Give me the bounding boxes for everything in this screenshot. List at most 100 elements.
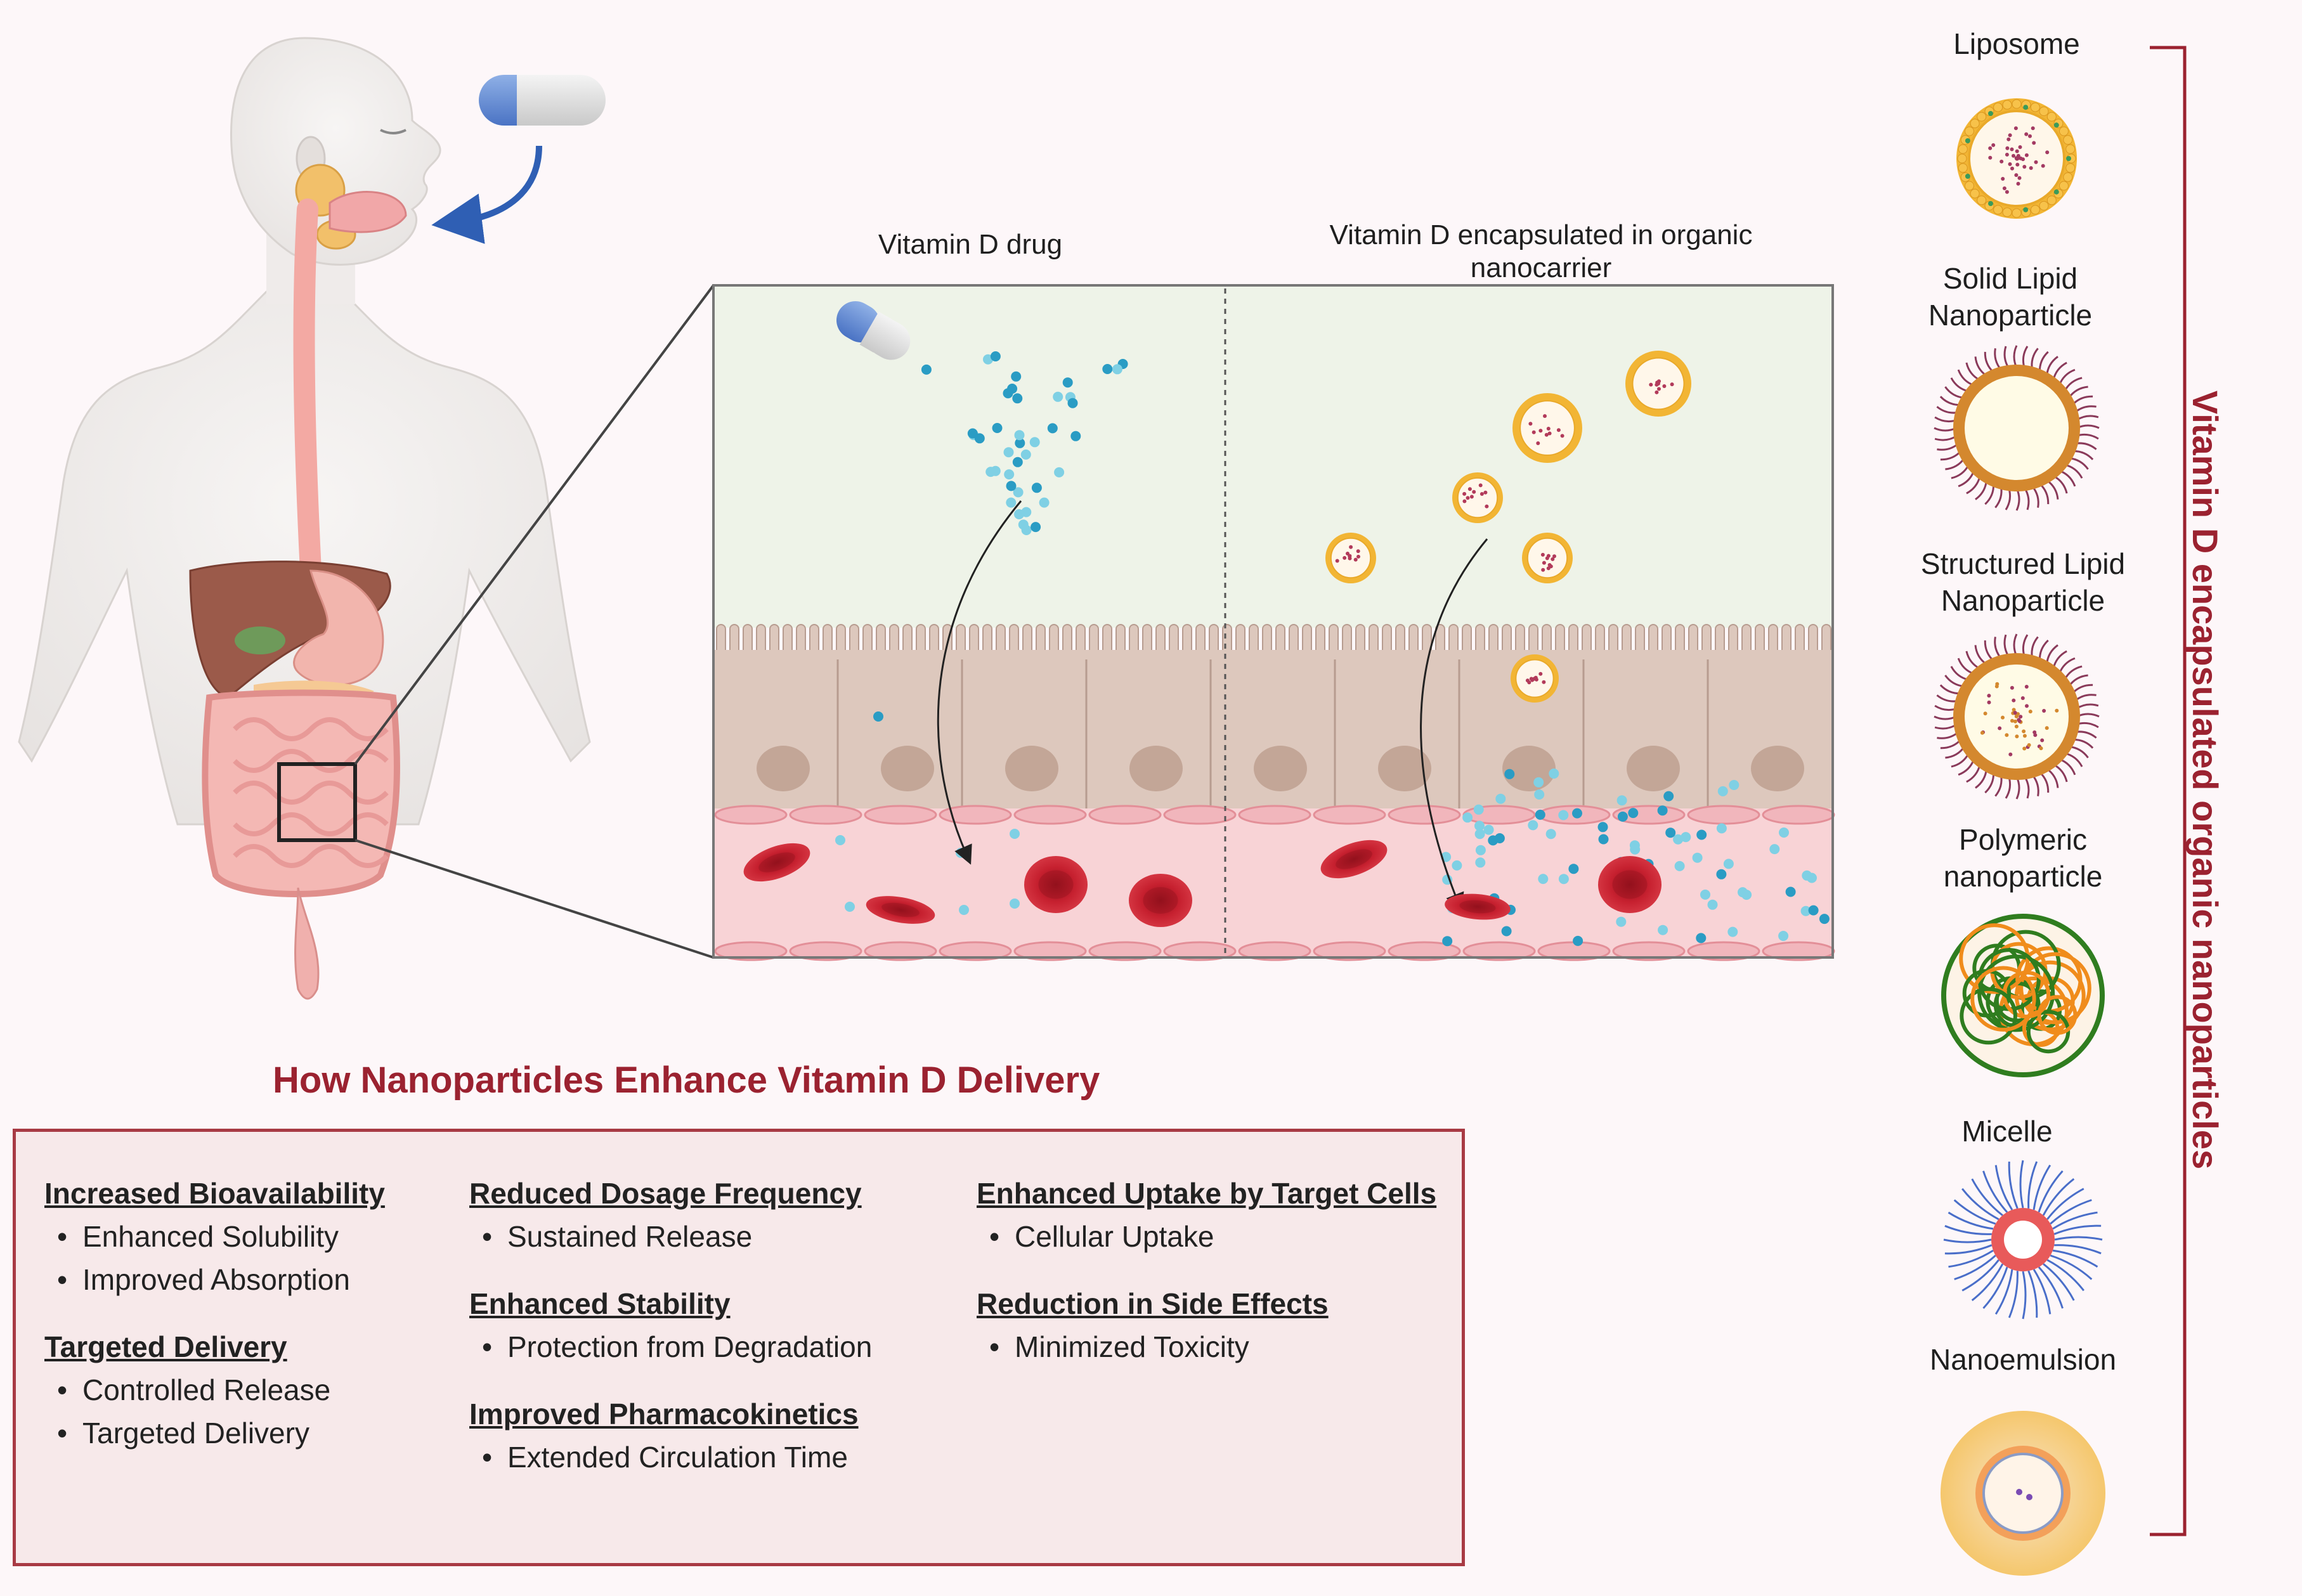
lipid-tail <box>2003 634 2010 658</box>
benefit-item: Minimized Toxicity <box>977 1330 1436 1364</box>
lipid-tail <box>1940 450 1962 461</box>
vitamin-d-molecule <box>1723 859 1734 869</box>
nanocarrier-particle <box>1325 533 1376 583</box>
lipid-head <box>2030 205 2040 215</box>
payload-dot <box>2005 733 2009 737</box>
lipid-dot <box>2053 122 2059 128</box>
endothelial-cell <box>939 941 1012 961</box>
vitamin-d-molecule <box>1528 820 1538 831</box>
lipid-tail <box>2046 1188 2084 1220</box>
payload-dot <box>2042 709 2046 713</box>
payload-dot <box>2010 147 2014 152</box>
vitamin-d-molecule <box>835 835 845 845</box>
label-vitamin-d-drug: Vitamin D drug <box>878 229 1063 260</box>
lipid-tail <box>1934 435 1958 441</box>
benefit-group: Reduced Dosage Frequency Sustained Relea… <box>469 1176 872 1254</box>
payload-dot <box>2013 126 2018 131</box>
nanocarrier-particle <box>1511 654 1559 703</box>
zoom-line-top <box>354 284 715 765</box>
label-polymeric-nanoparticle: Polymeric nanoparticle <box>1943 823 2103 893</box>
red-blood-cell <box>1445 893 1511 920</box>
vitamin-d-molecule <box>1011 371 1022 382</box>
lipid-tail <box>2013 345 2018 368</box>
red-blood-cell <box>1129 874 1192 927</box>
lipid-tail <box>2046 479 2059 500</box>
benefit-group: Enhanced Uptake by Target Cells Cellular… <box>977 1176 1436 1254</box>
payload-dot <box>2031 126 2035 131</box>
lipid-tail <box>1945 746 1965 759</box>
vitamin-d-molecule <box>1014 509 1024 519</box>
lipid-tail <box>2042 1178 2075 1216</box>
benefit-item: Enhanced Solubility <box>44 1219 385 1254</box>
endothelial-cell <box>789 941 862 961</box>
lipid-head <box>2065 163 2076 173</box>
payload-dot <box>2018 145 2022 149</box>
lipid-tail <box>2068 386 2088 399</box>
vitamin-d-molecule <box>1616 916 1627 927</box>
lipid-head <box>1977 195 1987 205</box>
payload-dot <box>1983 711 1987 716</box>
endothelial-cell <box>1013 805 1087 825</box>
lipid-tail <box>2072 738 2094 749</box>
endothelial-cell <box>1238 941 1311 961</box>
nanocarrier-particle <box>1522 533 1573 583</box>
payload-dot <box>2015 162 2020 167</box>
gallbladder-icon <box>235 626 285 654</box>
lipid-tail <box>2076 424 2100 429</box>
lipid-tail <box>2024 487 2030 510</box>
lipid-tail <box>2052 1211 2098 1230</box>
cell-nucleus <box>1502 746 1556 791</box>
vitamin-d-molecule <box>1572 808 1582 819</box>
lipid-tail <box>2008 1271 2019 1318</box>
lipid-head <box>2063 172 2073 182</box>
vitamin-d-molecule <box>1568 864 1579 874</box>
benefit-heading: Increased Bioavailability <box>44 1177 385 1210</box>
vitamin-d-molecule <box>1617 811 1628 822</box>
vitamin-d-capsule-icon <box>836 301 911 360</box>
vitamin-d-molecule <box>1545 829 1556 840</box>
vitamin-d-molecule <box>1779 827 1789 838</box>
lipid-tail <box>2038 351 2049 373</box>
vitamin-d-molecule <box>1598 834 1609 845</box>
absorption-arrow-nanocarrier <box>1420 538 1488 912</box>
cell-nucleus <box>1378 746 1431 791</box>
lipid-tail <box>2071 684 2093 694</box>
lipid-tail <box>2076 433 2099 440</box>
lipid-dot <box>1988 111 1993 116</box>
polymer-chain <box>1960 987 2017 1045</box>
benefits-box: Increased Bioavailability Enhanced Solub… <box>13 1129 1465 1566</box>
lipid-head <box>1965 181 1974 191</box>
payload-dot <box>2016 181 2020 186</box>
lipid-tail <box>1994 486 2003 509</box>
lipid-head <box>2063 135 2073 145</box>
lipid-tail <box>1948 1249 1994 1268</box>
payload-dot <box>2039 746 2043 751</box>
payload-dot <box>2032 141 2036 145</box>
vitamin-d-molecule <box>1112 364 1122 375</box>
vitamin-d-molecule <box>1630 844 1641 855</box>
endothelial-cell <box>864 805 937 825</box>
endothelial-cell <box>1388 805 1461 825</box>
vitamin-d-molecule <box>1785 886 1796 897</box>
nanocarrier-particle <box>1625 351 1691 417</box>
rectum-icon <box>294 887 320 1000</box>
closed-eye <box>380 129 406 134</box>
vitamin-d-molecule <box>1533 777 1544 788</box>
endothelial-cell <box>714 941 788 961</box>
payload-dot <box>2006 137 2011 141</box>
zoom-line-bottom <box>354 839 714 959</box>
payload-dot <box>1994 684 1999 689</box>
vitamin-d-molecule <box>1054 467 1065 477</box>
vitamin-d-molecule <box>1013 487 1024 498</box>
vitamin-d-molecule <box>1729 780 1740 790</box>
red-blood-cell <box>866 896 935 924</box>
lipid-tail <box>1961 1188 2000 1221</box>
lipid-tail <box>2015 488 2020 511</box>
oral-capsule-icon <box>479 75 606 126</box>
payload-dot <box>1991 143 1996 147</box>
vitamin-d-molecule <box>1494 833 1505 843</box>
lipid-head <box>1970 119 1980 129</box>
vitamin-d-molecule <box>1003 447 1014 458</box>
lipid-tail <box>2031 636 2039 659</box>
